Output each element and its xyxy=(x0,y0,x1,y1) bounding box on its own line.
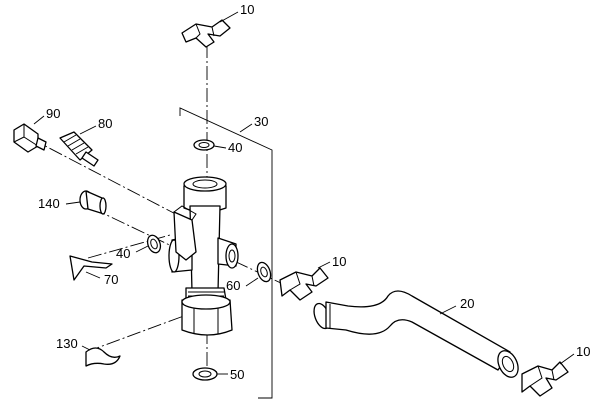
callout-90: 90 xyxy=(46,106,60,121)
part-80-fitting xyxy=(59,131,99,167)
callout-140: 140 xyxy=(38,196,60,211)
callout-labels: 10 30 40 90 80 140 40 70 10 60 20 130 50… xyxy=(38,2,590,382)
clip-middle xyxy=(279,267,329,301)
callout-10-top: 10 xyxy=(240,2,254,17)
part-140-nipple xyxy=(79,190,107,215)
callout-30: 30 xyxy=(254,114,268,129)
clip-top xyxy=(181,19,231,48)
tee-body xyxy=(168,176,239,336)
callout-80: 80 xyxy=(98,116,112,131)
callout-40-left: 40 xyxy=(116,246,130,261)
diagonal-axis-upper xyxy=(29,137,211,233)
callout-50: 50 xyxy=(230,367,244,382)
callout-70: 70 xyxy=(104,272,118,287)
part-130-drain xyxy=(85,347,121,367)
callout-130: 130 xyxy=(56,336,78,351)
leader-lines xyxy=(33,11,575,375)
seal-top xyxy=(193,139,215,151)
hose-20 xyxy=(313,290,519,378)
callout-20: 20 xyxy=(460,296,474,311)
bracket-30-line xyxy=(179,107,273,399)
callout-10-right: 10 xyxy=(576,344,590,359)
part-90-cap xyxy=(13,123,47,153)
callout-10-middle: 10 xyxy=(332,254,346,269)
diagonal-axis-middle xyxy=(91,207,181,251)
seal-50 xyxy=(192,367,218,381)
callout-40-top: 40 xyxy=(228,140,242,155)
clip-right xyxy=(521,361,569,397)
assembly-axes xyxy=(29,44,301,372)
seal-left xyxy=(146,234,162,254)
callout-60: 60 xyxy=(226,278,240,293)
part-70-lever xyxy=(69,255,113,281)
seal-60 xyxy=(256,261,272,283)
drain-hose-axis xyxy=(85,309,201,353)
